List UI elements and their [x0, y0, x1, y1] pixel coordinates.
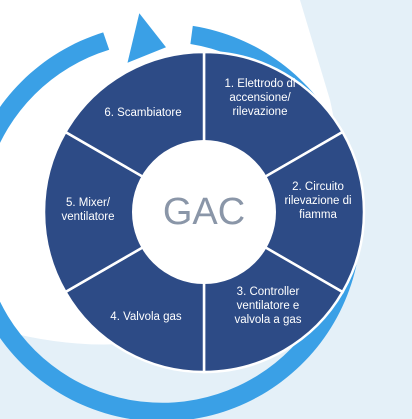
segment-4-label-line: 4. Valvola gas	[110, 311, 182, 323]
segment-4-label: 4. Valvola gas	[110, 311, 182, 323]
center-label: GAC	[163, 191, 245, 233]
segment-5	[42, 130, 207, 294]
center-circle	[132, 140, 276, 284]
segment-1-label: 1. Elettrodo di accensione/rilevazione	[225, 78, 296, 118]
segment-1-label-line: 1. Elettrodo di	[225, 78, 296, 90]
segment-labels-group: 1. Elettrodo di accensione/rilevazione 2. …	[61, 78, 351, 326]
segment-2-label-line: rilevazione di	[284, 195, 351, 207]
segment-2-label-line: fiamma	[299, 209, 337, 221]
segment-5-label-line: ventilatore	[61, 211, 114, 223]
segment-1-label-line: rilevazione	[233, 106, 288, 118]
cycle-arrow-head	[127, 13, 166, 63]
segment-5-label: 5. Mixer/ventilatore	[61, 197, 114, 223]
segment-3-label-line: valvola a gas	[234, 314, 301, 326]
segment-3-label-line: 3. Controller	[237, 286, 300, 298]
segment-6-label-line: 6. Scambiatore	[104, 107, 181, 119]
segment-2	[201, 130, 366, 294]
segment-5-label-line: 5. Mixer/	[66, 197, 111, 209]
segment-3-label-line: ventilatore e	[237, 300, 300, 312]
segment-1-label-line: accensione/	[229, 92, 291, 104]
segment-2-label: 2. Circuito rilevazione di fiamma	[284, 181, 351, 221]
segment-3-label: 3. Controller ventilatore e valvola a gas	[234, 286, 301, 326]
segment-2-label-line: 2. Circuito	[292, 181, 344, 193]
segment-6-label: 6. Scambiatore	[104, 107, 181, 119]
